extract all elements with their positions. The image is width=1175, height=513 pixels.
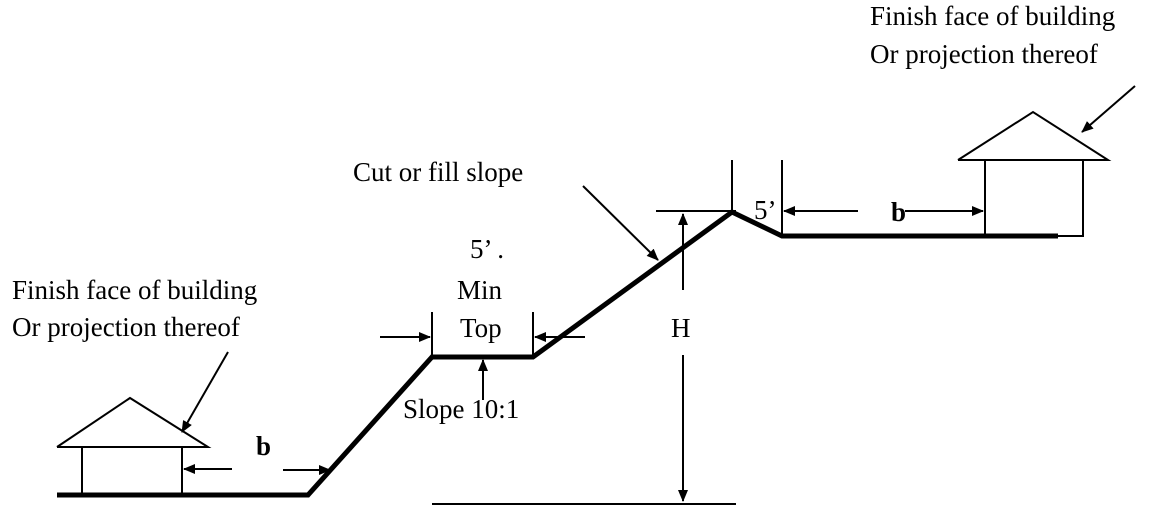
- height-label: H: [671, 313, 691, 343]
- setback-b-left-label: b: [256, 431, 271, 461]
- finish-face-right-line2: Or projection thereof: [870, 39, 1098, 69]
- finish-face-left-line1: Finish face of building: [12, 275, 257, 305]
- bench-min-label: Min: [457, 275, 503, 305]
- finish-face-left-line2: Or projection thereof: [12, 312, 240, 342]
- finish-face-left-leader: [181, 351, 229, 433]
- finish-face-right-line1: Finish face of building: [870, 1, 1115, 31]
- crest-setback-label: 5’: [754, 195, 777, 225]
- slope-ratio-label: Slope 10:1: [403, 394, 519, 424]
- bench-width-label: 5’ .: [470, 234, 504, 264]
- cut-fill-leader-arrow: [582, 185, 659, 261]
- bench-top-label: Top: [460, 313, 502, 343]
- setback-b-right-label: b: [891, 197, 906, 227]
- right-building-icon: [957, 110, 1112, 237]
- cut-fill-slope-label: Cut or fill slope: [353, 157, 523, 187]
- left-building-icon: [56, 396, 212, 494]
- finish-face-right-leader: [1081, 85, 1136, 133]
- ground-profile-line: [57, 209, 1058, 498]
